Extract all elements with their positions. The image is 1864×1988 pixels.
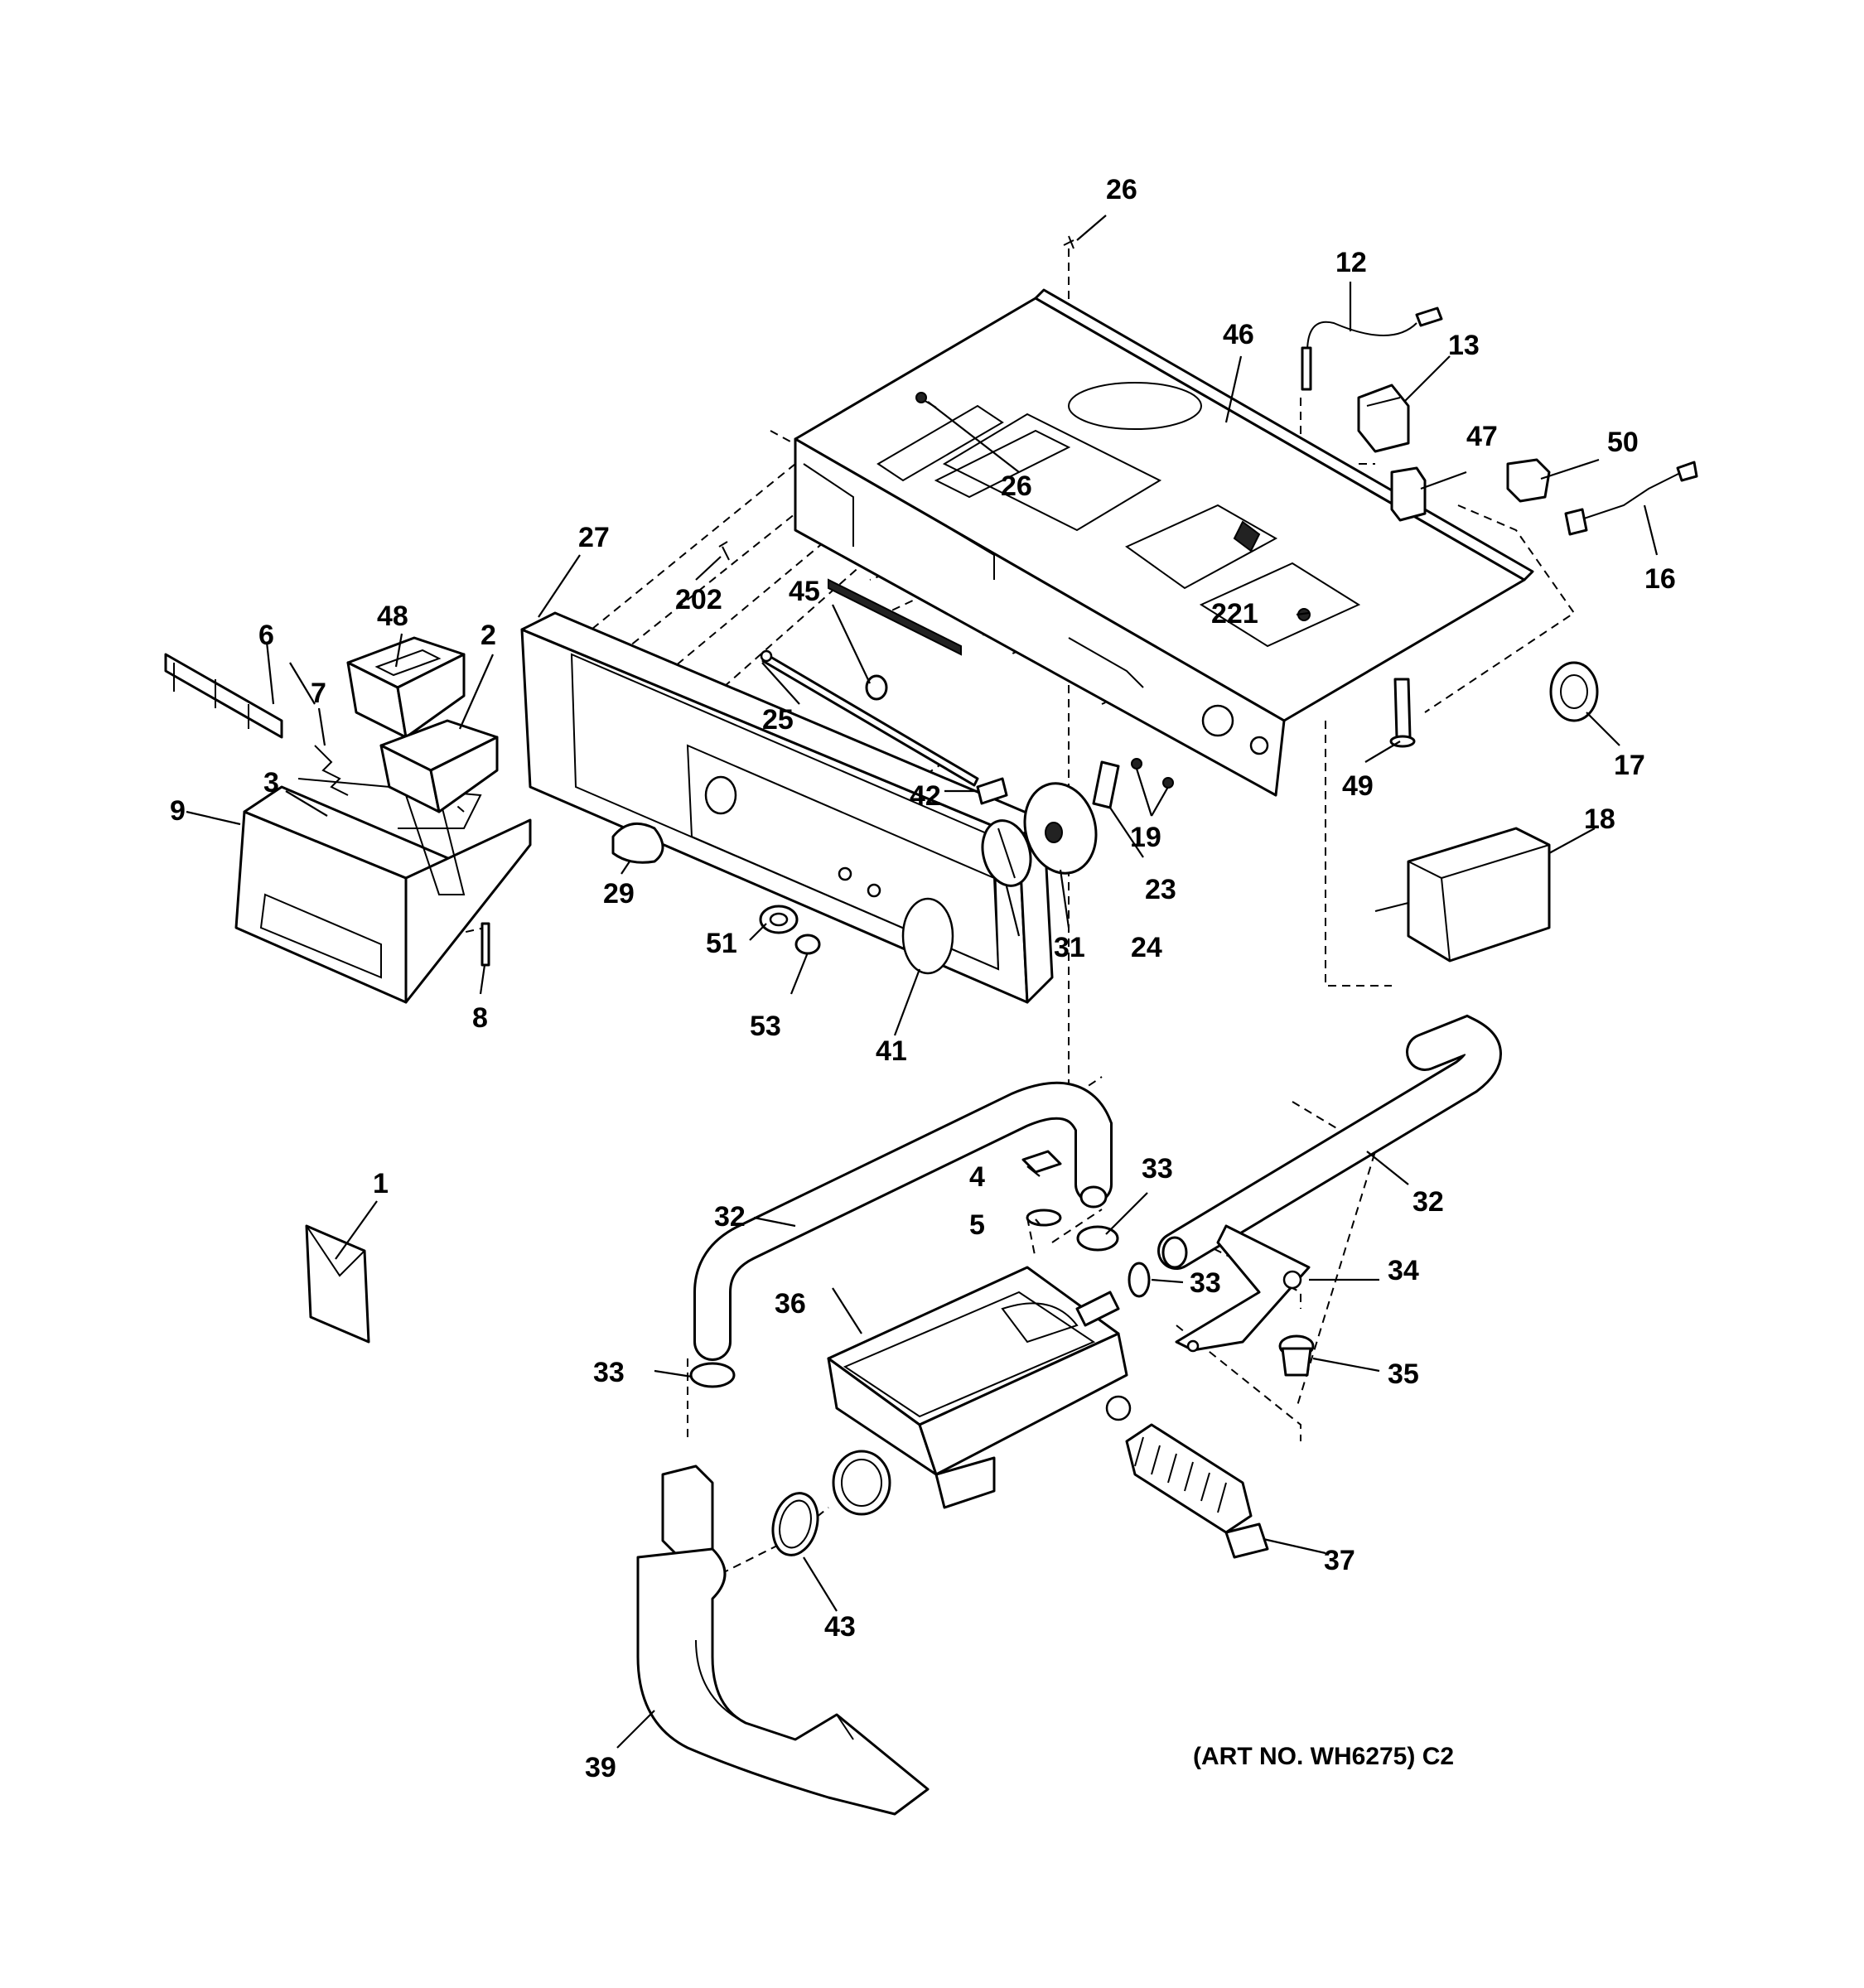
clamp-part-33-a [1076,1225,1119,1252]
label-part-6: 6 [258,620,274,651]
label-part-33-c: 33 [593,1357,625,1388]
label-part-1: 1 [373,1168,389,1199]
knob-part-29 [611,822,664,864]
dial-part-31 [981,819,1032,887]
label-part-7: 7 [311,678,326,709]
label-part-9: 9 [170,795,186,827]
timer-wheel-part-24 [1023,782,1098,875]
valve-assembly-part-36 [827,1266,1132,1509]
label-part-8: 8 [472,1002,488,1034]
part-number-labels: 1 2 3 4 5 6 7 8 9 12 13 16 17 18 19 23 2… [170,174,1676,1783]
label-part-4: 4 [969,1161,985,1193]
label-part-49: 49 [1342,770,1374,802]
switch-part-50 [1506,458,1551,503]
label-part-41: 41 [876,1035,907,1067]
label-part-46: 46 [1223,319,1254,350]
clip-part-5 [1026,1209,1062,1227]
label-part-16: 16 [1644,563,1676,595]
pressure-switch-part-17 [1549,661,1599,722]
label-part-53: 53 [750,1011,781,1042]
spring-part-7 [314,745,349,796]
label-part-23: 23 [1145,874,1176,905]
art-number: (ART NO. WH6275) C2 [1193,1743,1454,1770]
label-part-35: 35 [1388,1358,1419,1390]
clamp-part-33-c [689,1362,736,1388]
seal-part-43 [771,1492,819,1556]
label-part-47: 47 [1466,421,1498,452]
pin-part-8 [480,922,490,967]
bushing-part-45 [865,674,888,701]
hose-part-32-right [1157,1014,1502,1270]
inlet-part-36-port [832,1450,891,1516]
label-part-18: 18 [1584,803,1615,835]
wire-harness-part-12 [1301,306,1443,391]
label-part-2: 2 [480,620,496,651]
dispenser-drawer-part-9 [234,778,532,1004]
label-part-3: 3 [263,767,279,799]
label-part-27: 27 [578,522,610,553]
screw-part-202 [718,541,730,561]
bracket-part-34 [1175,1224,1311,1353]
label-part-25: 25 [762,704,794,736]
screw-part-19 [1131,758,1174,789]
duct-part-39 [636,1464,930,1816]
label-part-33-a: 33 [1142,1153,1173,1185]
label-part-42: 42 [910,780,941,812]
pin-part-42 [976,777,1008,805]
dispenser-cup-part-2 [379,719,499,813]
leader-lines [186,215,1659,1749]
label-part-39: 39 [585,1752,616,1783]
button-part-51 [759,905,799,934]
relay-part-13 [1357,384,1410,453]
label-part-202: 202 [675,584,722,615]
label-part-32-right: 32 [1412,1186,1444,1218]
motor-part-18 [1374,827,1551,963]
label-part-29: 29 [603,878,635,910]
bracket-part-4 [1021,1150,1062,1174]
label-part-34: 34 [1388,1255,1419,1286]
label-part-36: 36 [775,1288,806,1320]
label-part-48: 48 [377,601,408,632]
dispenser-cup-part-48 [346,636,466,739]
label-part-24: 24 [1131,932,1162,963]
filter-part-47 [1390,466,1427,522]
rod-part-25 [760,649,979,787]
label-part-26-top: 26 [1106,174,1137,205]
clamp-part-33-b [1128,1262,1151,1298]
label-part-12: 12 [1335,247,1367,278]
label-part-33-b: 33 [1190,1267,1221,1299]
label-part-37: 37 [1324,1545,1355,1576]
label-part-45: 45 [789,576,820,607]
label-part-221: 221 [1211,598,1258,630]
label-part-19: 19 [1130,822,1161,853]
label-part-50: 50 [1607,427,1639,458]
label-part-31: 31 [1054,932,1085,963]
label-part-32-left: 32 [714,1201,746,1233]
drain-hose-part-37 [1125,1423,1269,1559]
literature-packet-part-1 [305,1224,370,1344]
label-part-51: 51 [706,928,737,959]
label-part-17: 17 [1614,750,1645,781]
button-part-53 [794,934,821,955]
hose-part-32-left [693,1081,1113,1361]
screw-part-26-top [1063,235,1074,249]
sensor-wire-part-16 [1564,461,1698,536]
screw-part-49 [1389,678,1416,748]
label-part-26-inner: 26 [1001,470,1032,502]
valve-part-35 [1278,1334,1315,1377]
lever-part-6 [164,653,283,739]
arm-part-23 [1092,760,1120,809]
label-part-43: 43 [824,1611,856,1643]
label-part-13: 13 [1448,330,1480,361]
main-frame-part-46 [794,288,1534,797]
label-part-5: 5 [969,1209,985,1241]
